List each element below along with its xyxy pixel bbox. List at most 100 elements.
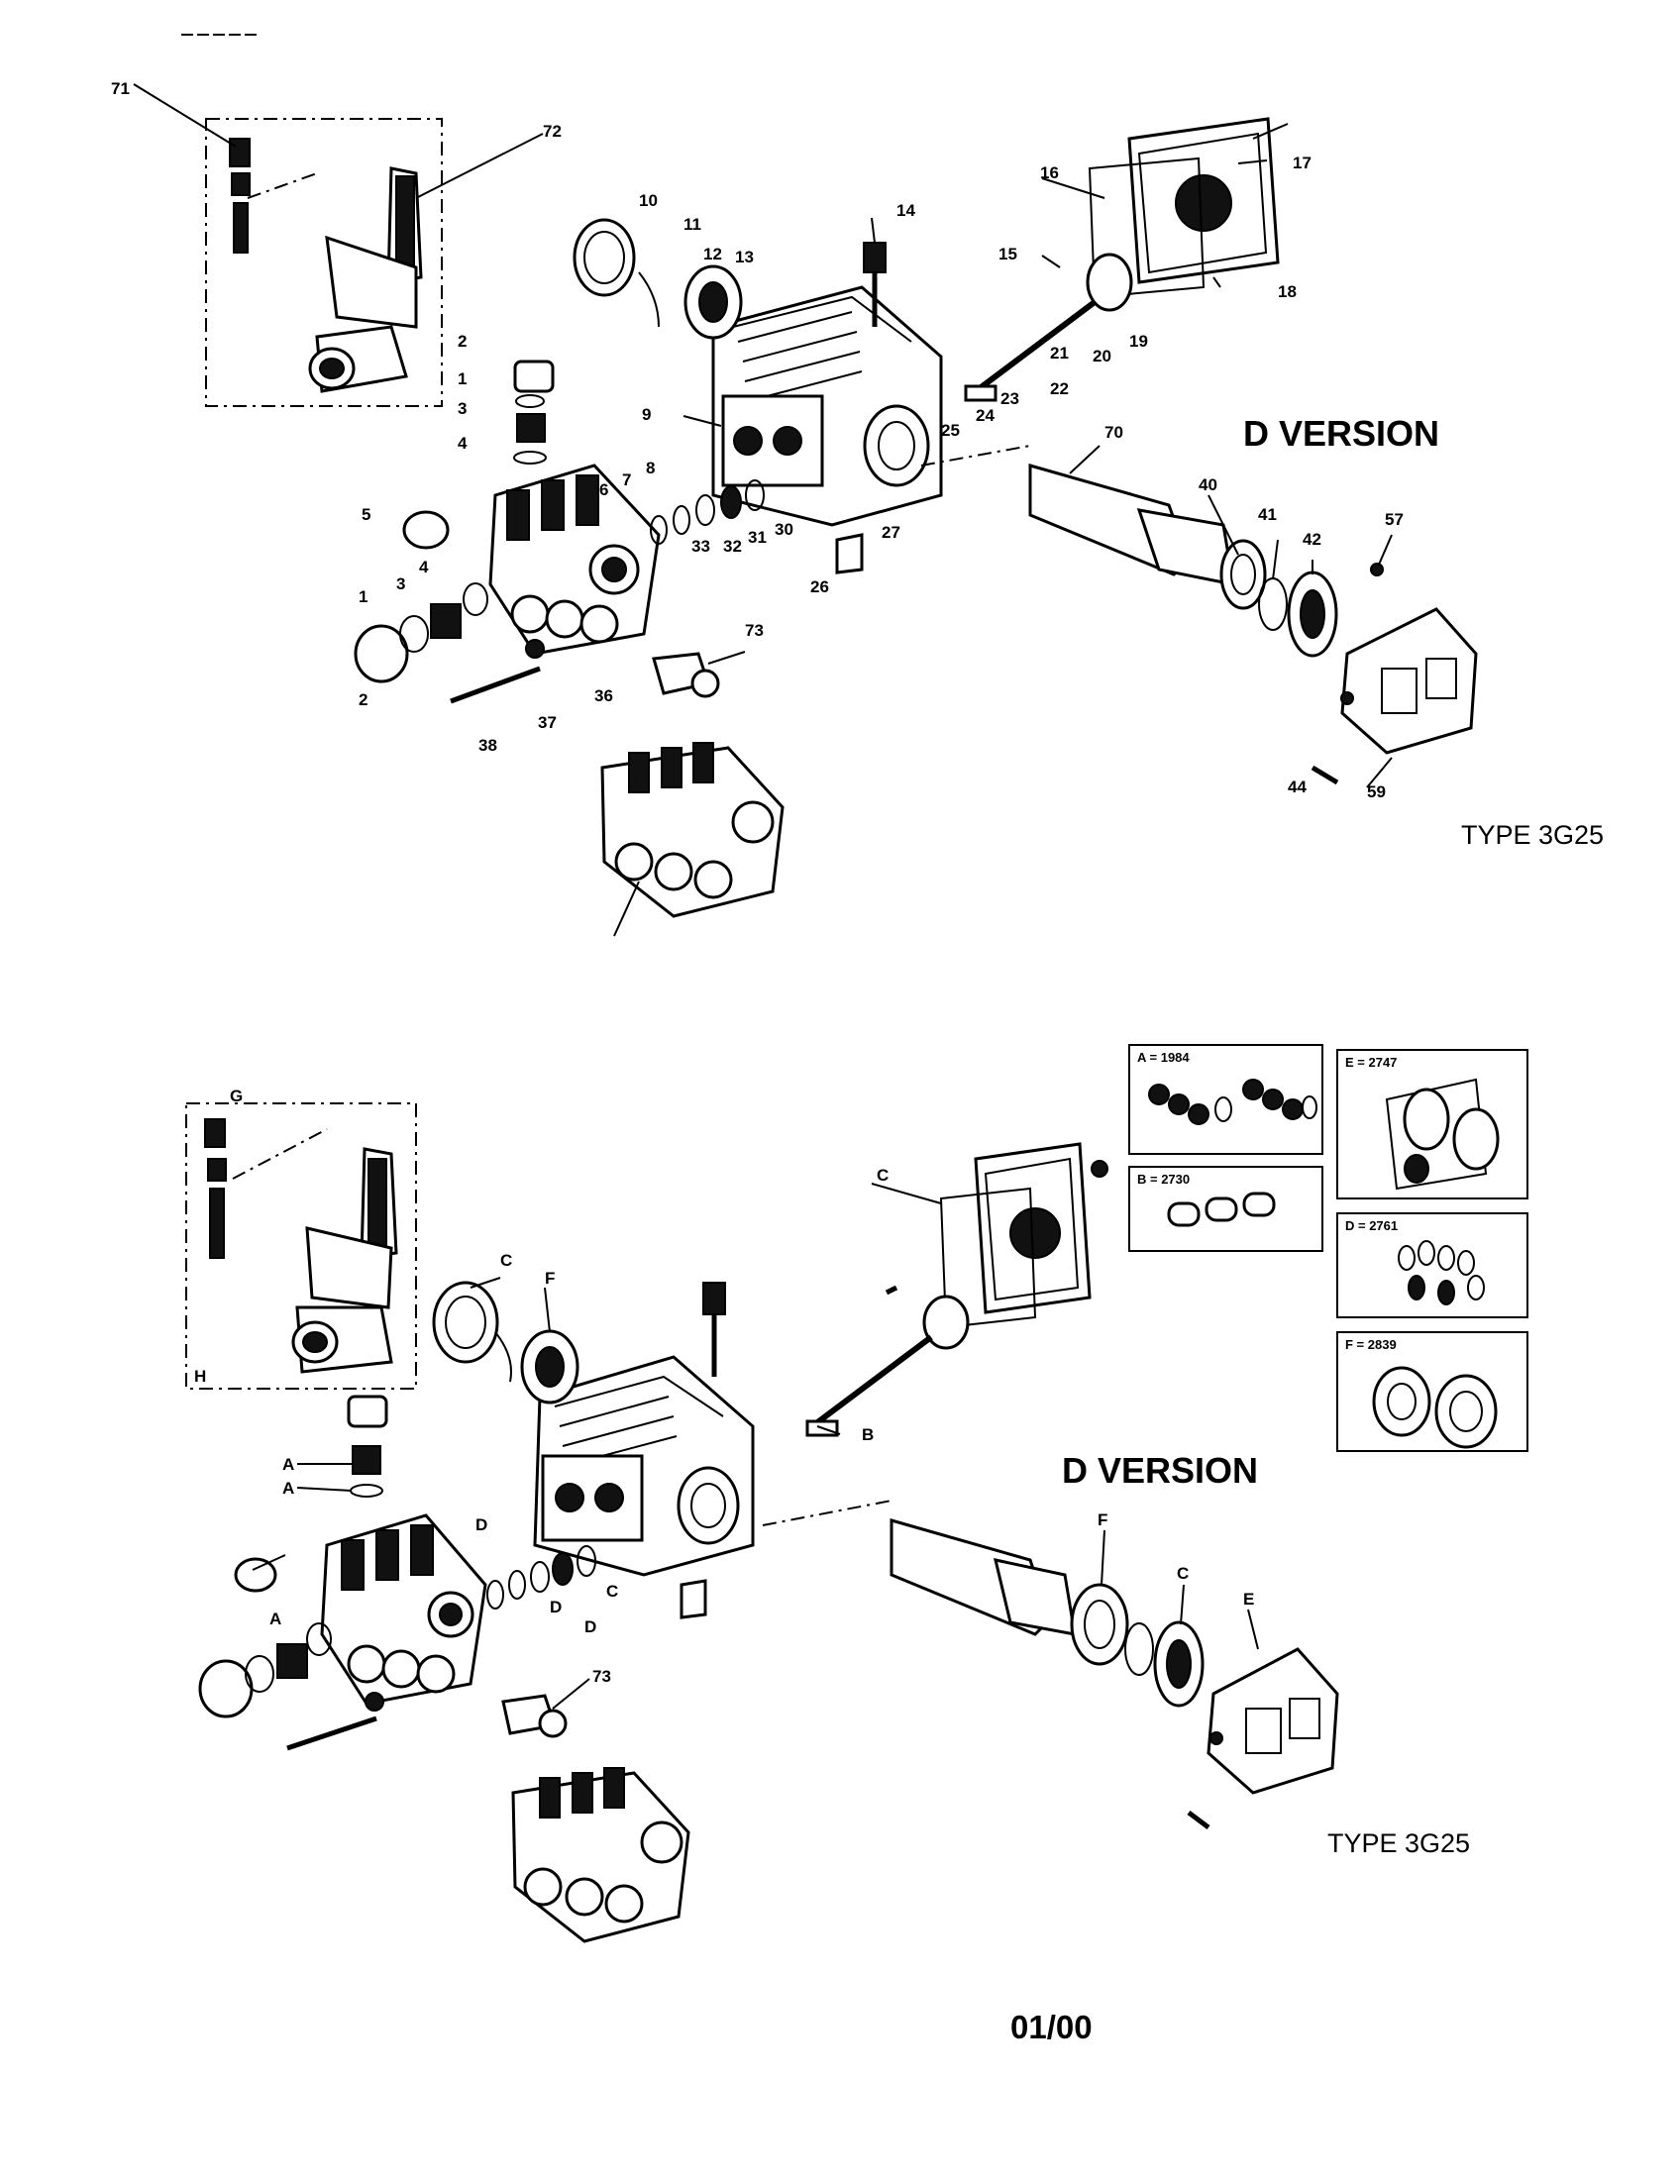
callout-G: G [230,1087,243,1105]
callout-42: 42 [1303,530,1321,549]
callout-23: 23 [1000,389,1019,408]
crankcase [711,285,943,527]
screw-44 [1311,765,1339,785]
dipstick [863,242,887,327]
callout-4-upper: 4 [458,434,468,453]
kit-box-D: D = 2761 [1336,1212,1528,1318]
oil-cap-bottom [680,1579,707,1619]
callout-40: 40 [1199,475,1217,494]
top-type-label: TYPE 3G25 [1461,820,1604,850]
plug-bottom-upper [347,1395,388,1428]
callout-9: 9 [642,405,651,424]
kit-label-A: A = 1984 [1137,1050,1190,1065]
callout-2-upper: 2 [458,332,467,351]
crankshaft [920,445,1338,658]
callout-C-cover: C [877,1166,889,1185]
callout-31: 31 [748,528,767,547]
bottom-heading: D VERSION [1062,1450,1258,1491]
bolt-bottom [286,1716,377,1751]
callout-73-bottom: 73 [592,1667,611,1686]
unloader-valve-bottom [204,1118,398,1374]
callout-14: 14 [896,201,915,220]
callout-37: 37 [538,713,557,732]
manifold-head [488,464,661,656]
callout-13: 13 [735,248,754,266]
callout-17: 17 [1293,154,1312,172]
flange-59 [1340,607,1478,755]
crankcase-bottom [533,1355,755,1577]
callout-7: 7 [622,470,631,489]
callout-10: 10 [639,191,658,210]
callout-59: 59 [1367,782,1386,801]
callout-C-seal-2: C [1177,1564,1189,1583]
ring-11 [638,271,660,328]
callout-25: 25 [941,421,960,440]
bolt-38 [450,666,541,704]
callout-D-1: D [475,1515,487,1534]
callout-F-bearing: F [545,1269,555,1288]
callout-72: 72 [543,122,562,141]
callout-C-seal-stack: C [606,1582,618,1601]
callout-12: 12 [703,245,722,263]
callout-41: 41 [1258,505,1277,524]
callout-5: 5 [362,505,370,524]
plug-bottom-lower [198,1659,254,1718]
rear-cover [1088,117,1289,299]
rear-cover-bottom [939,1142,1108,1329]
plug-bottom-side [234,1557,277,1593]
alt-manifold [600,742,785,937]
callout-A-upper: A [282,1455,294,1474]
seal-10 [573,218,636,297]
callout-D-2: D [550,1598,562,1616]
unloader-box [205,118,443,407]
kit-label-D: D = 2761 [1345,1218,1398,1233]
plug-2a [513,360,555,393]
callout-32: 32 [723,537,742,556]
top-assembly [133,83,1478,937]
callout-H: H [194,1367,206,1386]
callout-1-upper: 1 [458,369,467,388]
callout-8: 8 [646,459,655,477]
plug-2b [354,624,409,683]
oil-cap [835,533,864,574]
plug-5 [402,510,450,550]
manifold-head-bottom [320,1513,487,1706]
callout-6: 6 [599,480,608,499]
bottom-assembly [185,1102,1339,1943]
callout-19: 19 [1129,332,1148,351]
callout-57: 57 [1385,510,1404,529]
callout-1-lower: 1 [359,587,368,606]
kit-box-E: E = 2747 [1336,1049,1528,1199]
seal-stack [650,479,765,545]
unloader-valve [229,138,423,393]
footer-date: 01/00 [1010,2009,1093,2045]
callout-26: 26 [810,577,829,596]
callout-A-lower: A [282,1479,294,1498]
top-heading: D VERSION [1243,413,1439,454]
kit-label-E: E = 2747 [1345,1055,1397,1070]
callout-33: 33 [691,537,710,556]
kit-box-A: A = 1984 [1128,1044,1323,1155]
fitting-73 [652,652,720,698]
bottom-leaders [252,1183,1259,1710]
kit-box-B: B = 2730 [1128,1166,1323,1252]
callout-36: 36 [594,686,613,705]
callout-16: 16 [1040,163,1059,182]
callout-70: 70 [1104,423,1123,442]
callout-27: 27 [882,523,900,542]
callout-3-upper: 3 [458,399,467,418]
callout-20: 20 [1093,347,1111,365]
screw-57 [1370,563,1384,576]
crankshaft-bottom [762,1500,1205,1708]
kit-box-F: F = 2839 [1336,1331,1528,1452]
callout-2-lower: 2 [359,690,368,709]
callout-21: 21 [1050,344,1069,363]
callout-22: 22 [1050,379,1069,398]
bottom-type-label: TYPE 3G25 [1327,1828,1470,1858]
callout-71: 71 [111,79,130,98]
kit-label-B: B = 2730 [1137,1172,1190,1187]
bottom-callout-labels: G H C F C B A A D D D C A 73 F C E [194,1087,1254,1686]
callout-C-seal: C [500,1251,512,1270]
